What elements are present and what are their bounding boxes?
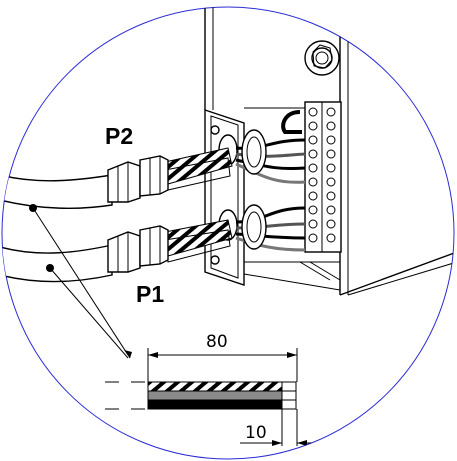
cable-p2 — [2, 147, 233, 212]
striped-conductor — [147, 381, 297, 392]
strip-detail — [105, 348, 316, 446]
terminal-block — [281, 101, 342, 253]
detail-circle — [1, 6, 455, 460]
inner-gland-top — [241, 129, 267, 175]
inner-gland-bottom — [241, 204, 267, 250]
black-conductor — [147, 399, 297, 410]
mounting-plate — [204, 109, 245, 286]
leader-lines — [32, 207, 132, 359]
top-gland-nut — [304, 40, 340, 76]
cable-p1-label: P1 — [136, 281, 164, 307]
grey-conductor — [147, 390, 297, 401]
conductor-strip-dimension: 10 — [245, 423, 267, 443]
terminal-screws — [308, 107, 336, 243]
strip-length-dimension: 80 — [206, 332, 228, 352]
cable-p1 — [2, 219, 233, 283]
cable-p2-label: P2 — [105, 123, 133, 149]
